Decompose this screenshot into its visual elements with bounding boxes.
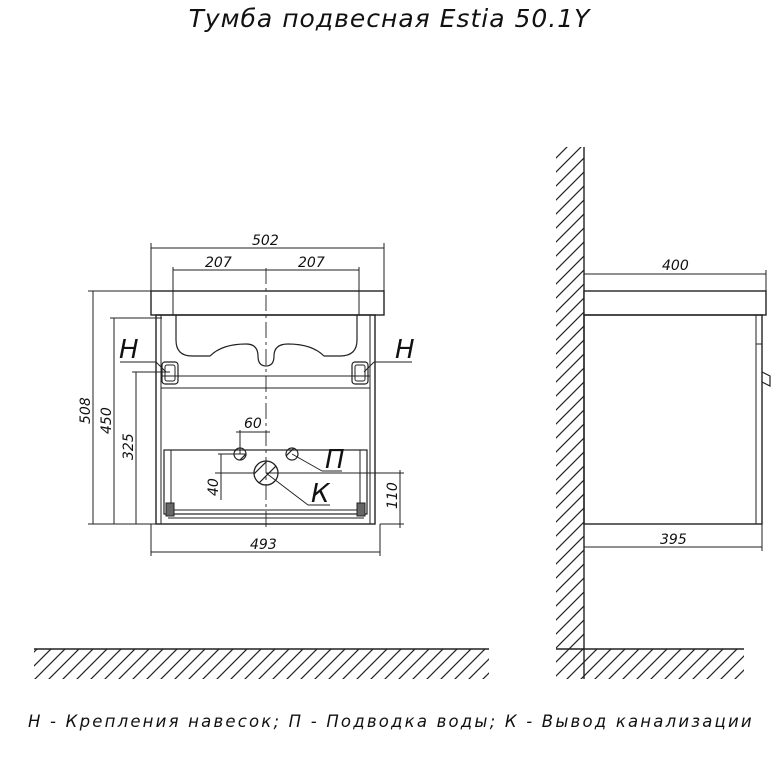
mount-bracket-right: [351, 361, 369, 385]
front-view: [88, 243, 412, 556]
marker-drain: К: [311, 479, 331, 509]
mount-bracket-left: [161, 361, 179, 385]
side-handle: [761, 371, 771, 387]
wall-hatch: [556, 147, 584, 679]
basin-bowl: [175, 315, 358, 367]
dim-half-right: 207: [298, 255, 325, 271]
dim-top-depth: 400: [662, 258, 689, 274]
side-cabinet: [583, 314, 763, 525]
dim-height-total: 508: [78, 397, 94, 424]
dim-offset-110: 110: [385, 482, 401, 509]
dim-offset-40: 40: [206, 478, 222, 496]
floor-hatch-right: [584, 649, 744, 679]
drawing-title: Тумба подвесная Estia 50.1Y: [188, 4, 591, 33]
basin-top: [150, 290, 385, 316]
dim-bottom-width: 493: [250, 537, 277, 553]
marker-water: П: [325, 445, 345, 475]
marker-mount-left: Н: [119, 335, 139, 365]
side-view: [556, 147, 771, 679]
dim-overall-width: 502: [252, 233, 279, 249]
dim-half-left: 207: [205, 255, 232, 271]
cabinet-body: [155, 314, 376, 525]
floor: [34, 648, 744, 679]
dim-height-mount: 450: [99, 407, 115, 434]
legend-text: Н - Крепления навесок; П - Подводка воды…: [28, 712, 754, 731]
side-countertop: [583, 290, 767, 316]
dim-bottom-depth: 395: [660, 532, 687, 548]
marker-mount-right: Н: [395, 335, 415, 365]
floor-hatch-left: [34, 649, 489, 679]
dim-offset-60: 60: [244, 416, 262, 432]
dim-height-water: 325: [121, 433, 137, 460]
